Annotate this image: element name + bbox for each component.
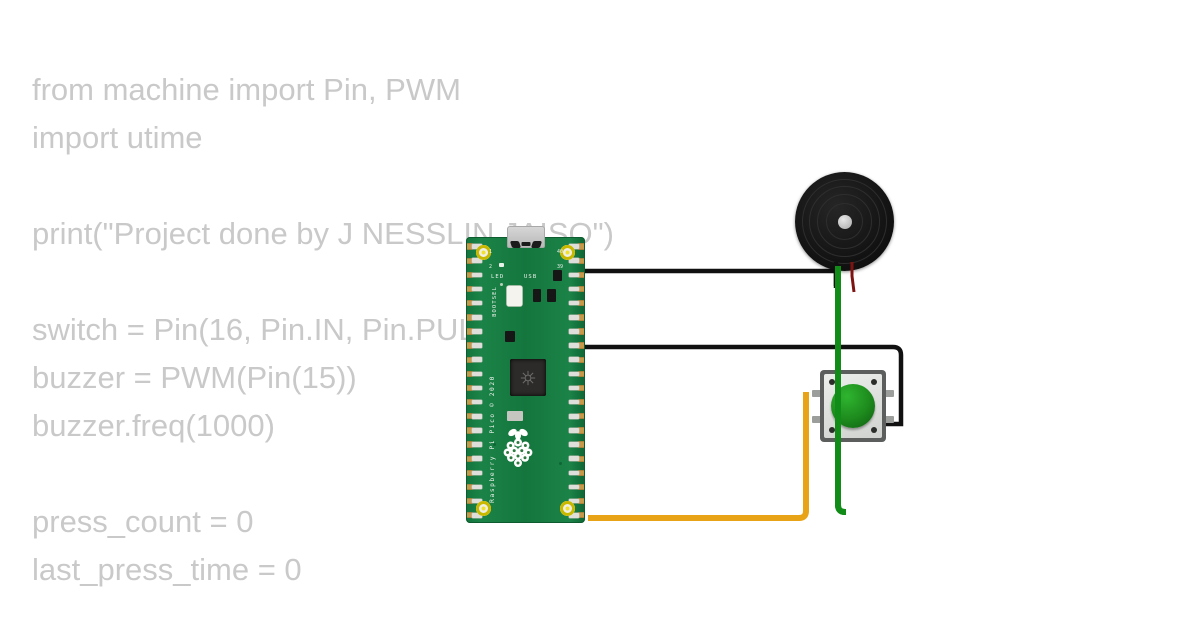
- pin-header-left[interactable]: [467, 243, 484, 519]
- smd-component: [533, 289, 541, 302]
- button-leg[interactable]: [812, 416, 826, 423]
- pico-pcb: 1 2 39 40 LED USB BOOTSEL Raspberry Pi P…: [466, 237, 585, 523]
- buzzer-sound-hole: [837, 214, 852, 229]
- usb-silkscreen-label: USB: [524, 274, 538, 280]
- buzzer-ring: [817, 194, 872, 249]
- pin-pad[interactable]: [467, 455, 484, 462]
- push-button[interactable]: [812, 370, 894, 442]
- pin-pad[interactable]: [567, 257, 584, 264]
- buzzer-ring: [802, 179, 887, 264]
- pin-header-right[interactable]: [567, 243, 584, 519]
- test-point: [559, 462, 562, 465]
- pin-pad[interactable]: [567, 271, 584, 279]
- rp2040-logo-icon: [510, 359, 546, 396]
- button-screw: [871, 379, 877, 385]
- pin-pad[interactable]: [567, 497, 584, 505]
- pin-pad[interactable]: [567, 314, 584, 321]
- led-silkscreen-label: LED: [491, 274, 505, 280]
- pin-pad[interactable]: [467, 398, 484, 406]
- pin-pad[interactable]: [467, 370, 484, 378]
- mounting-hole: [560, 501, 575, 516]
- pin-pad[interactable]: [467, 356, 484, 363]
- test-point: [500, 283, 503, 286]
- pin-number-label: 39: [556, 264, 563, 270]
- pin-pad[interactable]: [567, 356, 584, 363]
- pin-pad[interactable]: [567, 285, 584, 293]
- button-leg[interactable]: [880, 390, 894, 397]
- pin-pad[interactable]: [567, 299, 584, 307]
- wire-gnd-buzzer: [573, 268, 839, 286]
- mounting-hole: [476, 501, 491, 516]
- pin-number-label: 40: [556, 249, 563, 255]
- bootsel-silkscreen-label: BOOTSEL: [492, 286, 498, 317]
- pin-number-label: 1: [489, 249, 493, 255]
- raspberry-pi-pico-board[interactable]: 1 2 39 40 LED USB BOOTSEL Raspberry Pi P…: [466, 226, 585, 523]
- button-leg[interactable]: [812, 390, 826, 397]
- board-brand-silkscreen: Raspberry Pi Pico © 2020: [489, 375, 496, 503]
- test-point: [493, 443, 496, 446]
- onboard-led: [499, 263, 504, 267]
- pin-pad[interactable]: [567, 483, 584, 491]
- pin-pad[interactable]: [467, 271, 484, 279]
- buzzer-ring: [826, 203, 863, 240]
- pin-pad[interactable]: [567, 384, 584, 392]
- pin-pad[interactable]: [467, 441, 484, 448]
- button-screw: [829, 427, 835, 433]
- pin-pad[interactable]: [467, 497, 484, 505]
- smd-component: [505, 331, 515, 342]
- button-frame: [820, 370, 886, 442]
- raspberry-pi-logo-icon: [503, 426, 533, 468]
- pin-pad[interactable]: [567, 342, 584, 349]
- pin-pad[interactable]: [567, 243, 584, 250]
- pin-pad[interactable]: [467, 427, 484, 434]
- pin-pad[interactable]: [567, 512, 584, 519]
- wire-gnd-button: [573, 344, 904, 427]
- pin-number-label: 2: [489, 264, 493, 270]
- bootsel-button[interactable]: [507, 286, 522, 306]
- pin-pad[interactable]: [567, 427, 584, 434]
- button-screw: [829, 379, 835, 385]
- pin-pad[interactable]: [567, 441, 584, 448]
- button-cap[interactable]: [831, 384, 875, 428]
- piezo-buzzer[interactable]: [795, 172, 894, 271]
- mounting-hole: [560, 245, 575, 260]
- buzzer-ring: [809, 186, 880, 257]
- pin-pad[interactable]: [567, 328, 584, 335]
- pin-pad[interactable]: [567, 455, 584, 462]
- pin-pad[interactable]: [467, 413, 484, 420]
- pin-pad[interactable]: [467, 285, 484, 293]
- button-screw: [871, 427, 877, 433]
- pin-pad[interactable]: [467, 299, 484, 307]
- wire-signal-button: [588, 392, 809, 521]
- button-leg[interactable]: [880, 416, 894, 423]
- smd-component: [553, 270, 562, 281]
- pin-pad[interactable]: [467, 384, 484, 392]
- pin-pad[interactable]: [467, 314, 484, 321]
- flash-memory-chip: [507, 411, 523, 421]
- pin-pad[interactable]: [467, 483, 484, 491]
- pin-pad[interactable]: [467, 328, 484, 335]
- mounting-hole: [476, 245, 491, 260]
- pin-pad[interactable]: [567, 370, 584, 378]
- pin-pad[interactable]: [567, 398, 584, 406]
- usb-connector: [506, 226, 545, 248]
- rp2040-chip: [510, 359, 546, 396]
- pin-pad[interactable]: [567, 469, 584, 477]
- smd-component: [547, 289, 556, 302]
- pin-pad[interactable]: [467, 342, 484, 349]
- pin-pad[interactable]: [467, 512, 484, 519]
- usb-port-tab: [521, 242, 530, 246]
- pin-pad[interactable]: [467, 257, 484, 264]
- pin-pad[interactable]: [467, 469, 484, 477]
- pin-pad[interactable]: [567, 413, 584, 420]
